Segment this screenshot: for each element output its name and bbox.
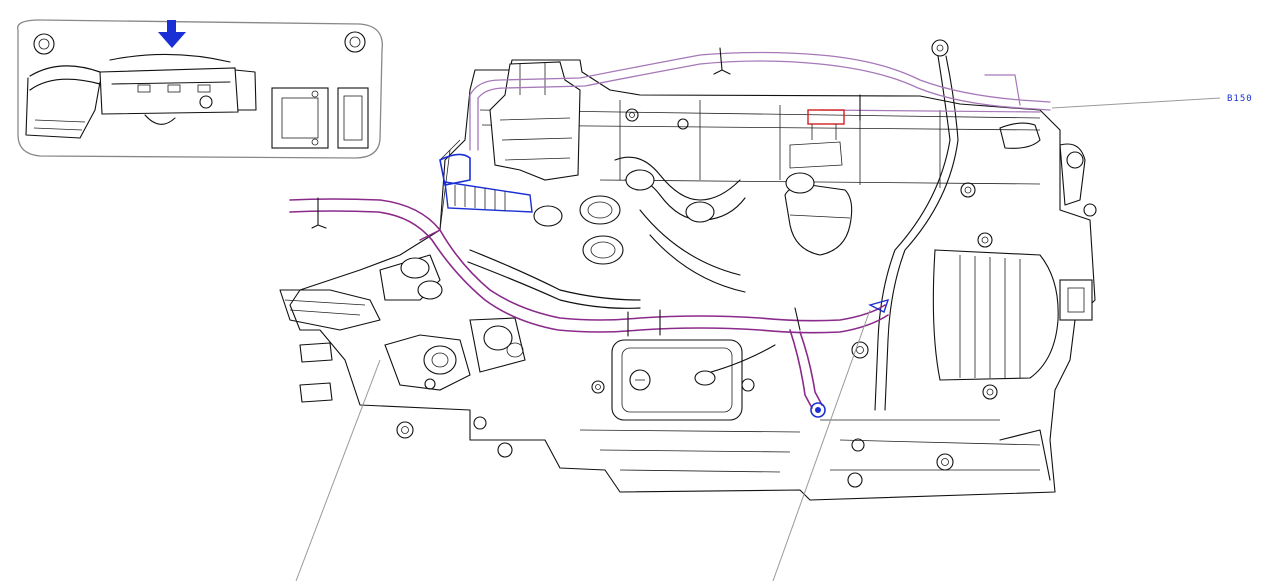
inset-detail-view [17,19,383,159]
dipstick-tube [874,55,959,411]
inset-connector [99,53,257,125]
vacuum-canister [784,172,853,256]
connector-b150-marker [807,109,845,125]
inset-mount-hole-left [33,33,55,55]
inset-relay-blocks [271,87,369,149]
left-bracket [279,254,443,403]
lower-block [611,339,776,421]
engine-assembly [279,39,1097,501]
intake-manifold [533,156,746,293]
inset-mount-hole-right [344,31,366,53]
wiring-harness [289,47,1051,418]
egr-valve [489,61,581,181]
down-arrow-icon [158,20,186,48]
callout-label-b150: B150 [1227,94,1253,104]
harness-clips [311,47,861,337]
highlighted-harness-segment [439,153,890,418]
alternator [932,249,1093,381]
callout-leaders [295,97,1221,582]
engine-mount-left [384,317,526,391]
